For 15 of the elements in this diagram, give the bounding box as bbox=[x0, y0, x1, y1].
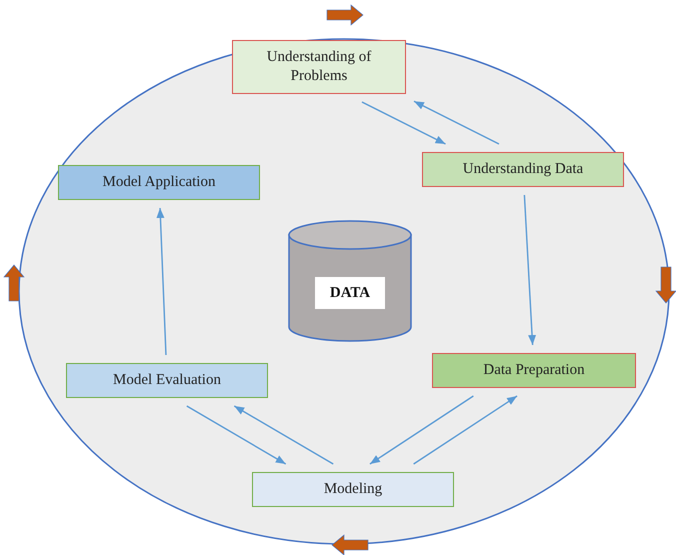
arrow bbox=[524, 194, 536, 346]
arrow bbox=[234, 405, 334, 465]
process-box: Modeling bbox=[252, 472, 454, 507]
process-box: Data Preparation bbox=[432, 353, 636, 388]
process-box: Model Application bbox=[58, 165, 260, 200]
process-box: Model Evaluation bbox=[66, 363, 268, 398]
arrow bbox=[186, 405, 286, 465]
arrow bbox=[370, 395, 474, 465]
arrow bbox=[362, 101, 446, 145]
data-label: DATA bbox=[315, 277, 385, 309]
arrow bbox=[414, 100, 500, 145]
process-box: Understanding Data bbox=[422, 152, 624, 187]
arrow bbox=[156, 208, 167, 356]
process-box: Understanding of Problems bbox=[232, 40, 406, 94]
arrow bbox=[413, 395, 518, 465]
